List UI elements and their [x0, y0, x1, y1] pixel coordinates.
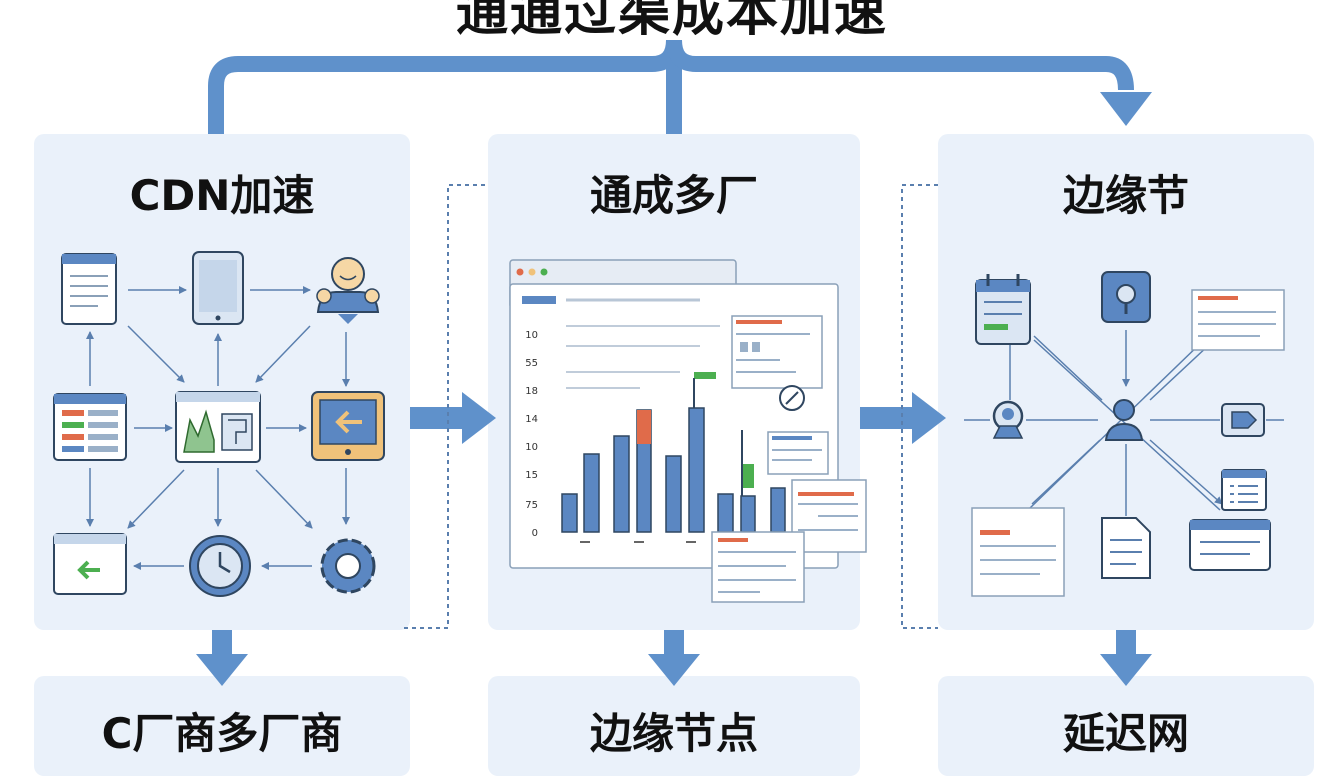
- chart-bar: [665, 455, 682, 533]
- arrow-1-2-shaft: [410, 407, 466, 429]
- top-arrow-left: [208, 39, 682, 134]
- user-group-icon: [316, 257, 380, 324]
- dashboard-icon: [175, 391, 261, 463]
- y-tick-label: 14: [525, 414, 538, 425]
- gear-icon: [320, 538, 376, 594]
- list-window-icon: [53, 393, 127, 461]
- chart-marker: [694, 372, 716, 379]
- chart-marker: [742, 464, 754, 488]
- panel-cdn-title: CDN加速: [129, 171, 315, 220]
- chart-bar-accent: [637, 410, 651, 444]
- chart-bar: [688, 407, 705, 533]
- chart-ticks: 10 55 18 14 10 15 75 0: [525, 330, 538, 539]
- edge-network-lines: [964, 330, 1284, 516]
- user-node-icon: [1104, 399, 1144, 441]
- down-arrows: [196, 630, 1152, 686]
- back-screen-icon: [311, 391, 385, 461]
- top-arrow-right: [666, 39, 1134, 91]
- tag-node-icon: [1221, 403, 1265, 437]
- location-pin-icon: [992, 400, 1024, 439]
- y-tick-label: 75: [525, 500, 538, 511]
- arrow-2-3-shaft: [860, 407, 916, 429]
- y-tick-label: 10: [525, 442, 538, 453]
- dotted-connectors: [404, 184, 938, 629]
- chart-bar: [613, 435, 630, 533]
- floating-cards: [711, 315, 867, 603]
- panel-cdn-graph: [86, 286, 350, 570]
- y-tick-label: 10: [525, 330, 538, 341]
- back-window-icon: [53, 533, 127, 595]
- chart-bar: [717, 493, 734, 533]
- y-tick-label: 15: [525, 470, 538, 481]
- between-panel-arrows: [410, 392, 946, 444]
- panel-edge-title: 边缘节: [1062, 171, 1189, 220]
- diagram-graphics: 10 55 18 14 10 15 75 0: [53, 39, 1285, 686]
- arrow-1-2-head: [462, 392, 496, 444]
- chart-bar: [561, 493, 578, 533]
- document-icon: [61, 253, 117, 325]
- chart-bar: [770, 487, 786, 533]
- diagram-title: 通通过渠成本加速: [455, 0, 888, 43]
- arrow-2-3-head: [912, 392, 946, 444]
- file-node-icon: [1101, 517, 1151, 579]
- key-node-icon: [1101, 271, 1151, 323]
- panel-multi-vendor-title: 通成多厂: [589, 171, 758, 220]
- chart-bar: [740, 495, 756, 533]
- clock-gear-icon: [189, 535, 251, 597]
- chart-bar: [583, 453, 600, 533]
- tablet-icon: [192, 251, 244, 325]
- edge-doc-card-bottom: [971, 507, 1065, 597]
- y-tick-label: 55: [525, 358, 538, 369]
- edge-doc-card-top: [1191, 289, 1285, 351]
- top-connector-arrows: [208, 39, 1134, 134]
- top-arrow-right-head: [1100, 92, 1152, 126]
- list-node-icon: [1221, 469, 1267, 511]
- y-tick-label: 18: [525, 386, 538, 397]
- server-window-icon: [1189, 519, 1271, 571]
- y-tick-label: 0: [532, 528, 538, 539]
- calendar-icon: [975, 274, 1031, 345]
